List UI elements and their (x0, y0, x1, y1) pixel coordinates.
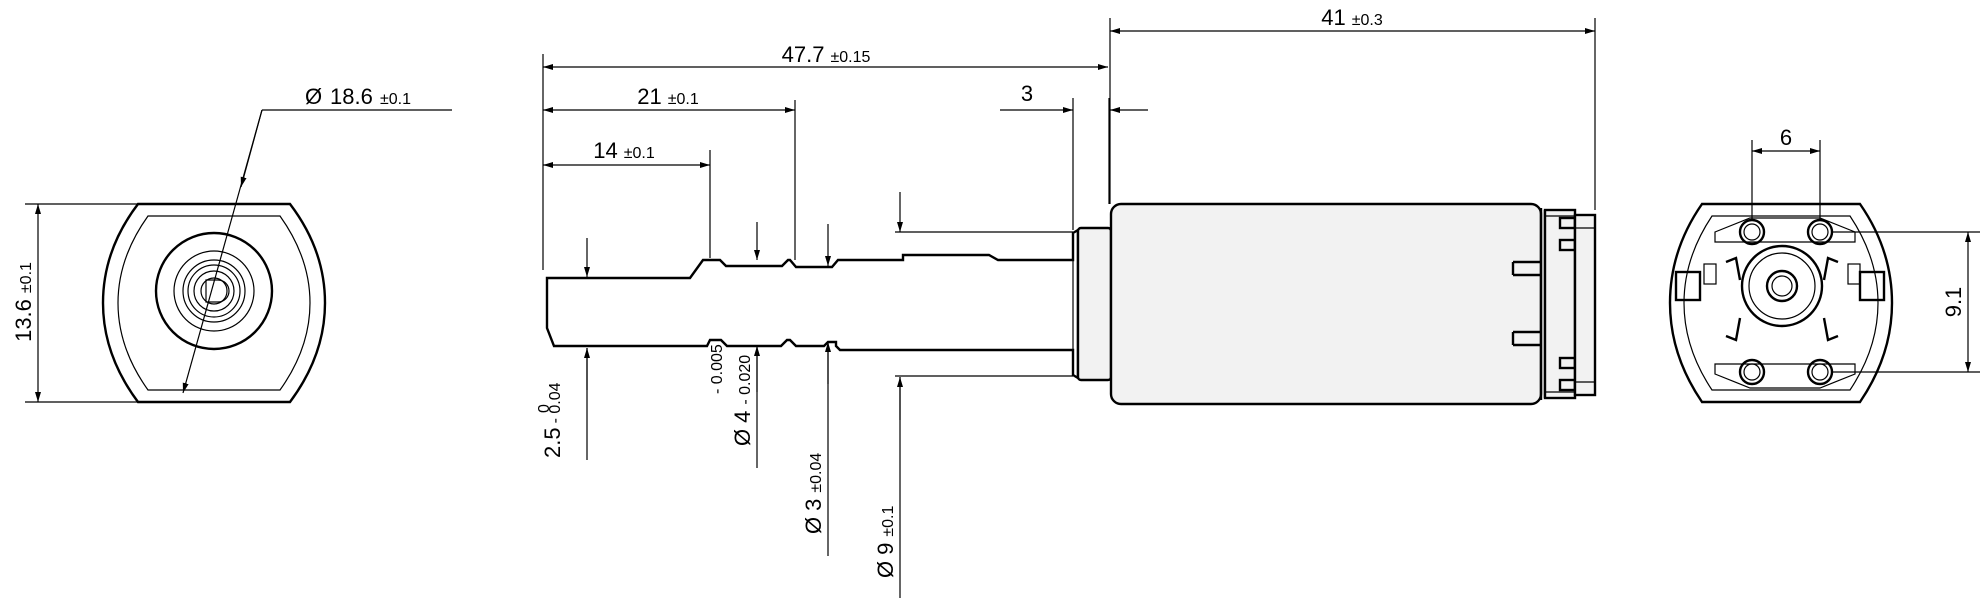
dia-9-label: Ø9±0.1 (873, 506, 898, 579)
flat-25-tol-upper: 0 (536, 404, 553, 413)
diameter-outer-value: 18.6 (330, 84, 373, 109)
dia-4-tol-upper: - 0.005 (709, 344, 726, 394)
rear-view-right: 6 9.1 (1668, 125, 1980, 404)
side-view: 47.7±0.15 21±0.1 14±0.1 3 41±0.3 2.5- 0.… (536, 5, 1597, 598)
spacing-6-label: 6 (1780, 125, 1792, 150)
height-front-label: 13.6±0.1 (11, 262, 36, 342)
len-14-label: 14±0.1 (593, 138, 655, 163)
len-41-label: 41±0.3 (1321, 5, 1383, 30)
dia-4-label: Ø4- 0.020 (730, 355, 755, 446)
diameter-outer-symbol: Ø (305, 84, 322, 109)
len-3-label: 3 (1021, 81, 1033, 106)
dia-3-label: Ø3±0.04 (801, 453, 826, 534)
front-view-left: Ø 18.6 ±0.1 13.6±0.1 (11, 84, 452, 404)
diameter-outer-tol: ±0.1 (380, 91, 411, 108)
total-length-label: 47.7±0.15 (782, 42, 871, 67)
flat-25-label: 2.5- 0.04 (540, 382, 565, 458)
height-91-label: 9.1 (1941, 287, 1966, 318)
len-21-label: 21±0.1 (637, 84, 699, 109)
